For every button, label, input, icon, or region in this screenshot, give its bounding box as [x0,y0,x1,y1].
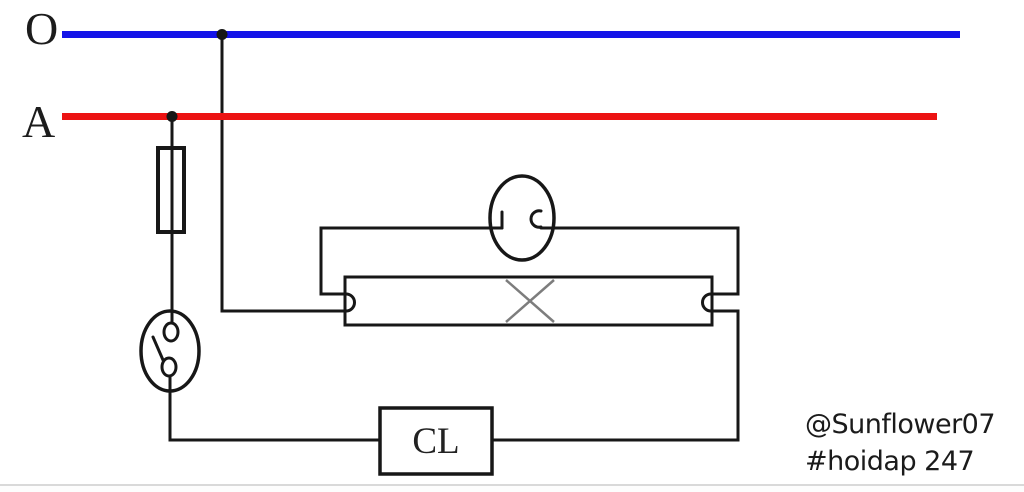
wire-ballast-to-tube-right [490,309,740,442]
fuse-symbol [156,146,186,234]
tube-cross-stroke-2 [505,279,555,323]
phase-line-label: A [22,96,56,147]
image-bottom-border [0,484,1024,492]
switch-contact-top [162,321,180,343]
fluorescent-tube-symbol [343,275,714,327]
tube-filament-left [345,292,356,313]
wiring [168,32,740,442]
wire-starter-loop-left [319,226,504,296]
starter-electrode-right [529,209,543,229]
switch-lever [151,335,165,362]
tube-body [343,275,714,327]
switch-symbol [139,309,201,393]
watermark-hashtag: #hoidap 247 [805,446,975,477]
wire-starter-loop-right [539,226,740,296]
starter-symbol [488,174,556,262]
wire-tube-left-to-neutral [220,32,348,313]
watermark-username: @Sunflower07 [805,409,996,440]
watermark: @Sunflower07 #hoidap 247 [805,406,996,480]
tube-filament-right [701,292,712,313]
junction-dot-neutral [216,29,228,40]
starter-body [488,174,556,262]
wire-switch-to-ballast [168,374,382,442]
junction-dot-phase [166,111,178,122]
switch-contact-bottom [160,356,178,378]
ballast-box [378,406,494,476]
switch-body [139,309,201,393]
ballast-label: CL [412,420,460,462]
neutral-line-label: O [25,3,59,54]
